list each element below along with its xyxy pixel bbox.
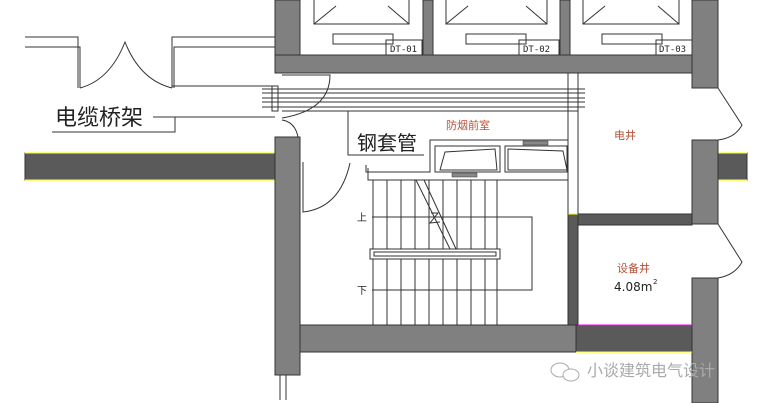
corridor-outline: 电缆桥架 <box>25 36 275 133</box>
wall <box>422 0 434 58</box>
elevator-tag: DT-01 <box>390 45 417 55</box>
wall-dark <box>24 152 276 181</box>
door <box>281 119 299 138</box>
wall <box>691 139 719 225</box>
elevator-car <box>582 0 680 25</box>
wall-dark <box>567 213 693 226</box>
staircase: 上 下 <box>357 168 568 325</box>
elevator-shafts: DT-01 DT-02 DT-03 <box>274 0 719 89</box>
wall <box>299 324 577 353</box>
elevator-tag: DT-02 <box>523 45 550 55</box>
smoke-lobby-label: 防烟前室 <box>446 118 490 132</box>
door <box>717 223 743 279</box>
elevator-tag: DT-03 <box>659 45 686 55</box>
wall-dark <box>575 324 693 353</box>
stair-up-label: 上 <box>357 212 367 224</box>
door <box>302 162 351 213</box>
watermark-text: 小谈建筑电气设计 <box>587 361 715 380</box>
wall <box>691 277 719 403</box>
cable-tray-label: 电缆桥架 <box>55 106 143 131</box>
equipment-room-label: 设备井 <box>617 261 650 275</box>
wall-dark <box>567 213 579 326</box>
wall <box>691 0 719 89</box>
electrical-shaft-label: 电井 <box>614 128 636 142</box>
equipment-area-value: 4.08m <box>614 280 652 294</box>
wall <box>274 54 719 74</box>
wall <box>559 0 571 58</box>
stair-down-label: 下 <box>357 286 367 297</box>
pipe-well <box>434 145 501 173</box>
area-unit-superscript: 2 <box>653 278 657 286</box>
steel-sleeve-label: 钢套管 <box>357 131 417 155</box>
cable-tray <box>262 85 585 112</box>
wall <box>274 136 301 376</box>
watermark: 小谈建筑电气设计 <box>550 361 715 382</box>
elevator-car <box>313 0 410 25</box>
door <box>281 74 331 119</box>
door <box>717 87 743 141</box>
elevator-car <box>445 0 548 25</box>
wall-dark <box>717 152 748 181</box>
pipe-well <box>504 145 568 173</box>
